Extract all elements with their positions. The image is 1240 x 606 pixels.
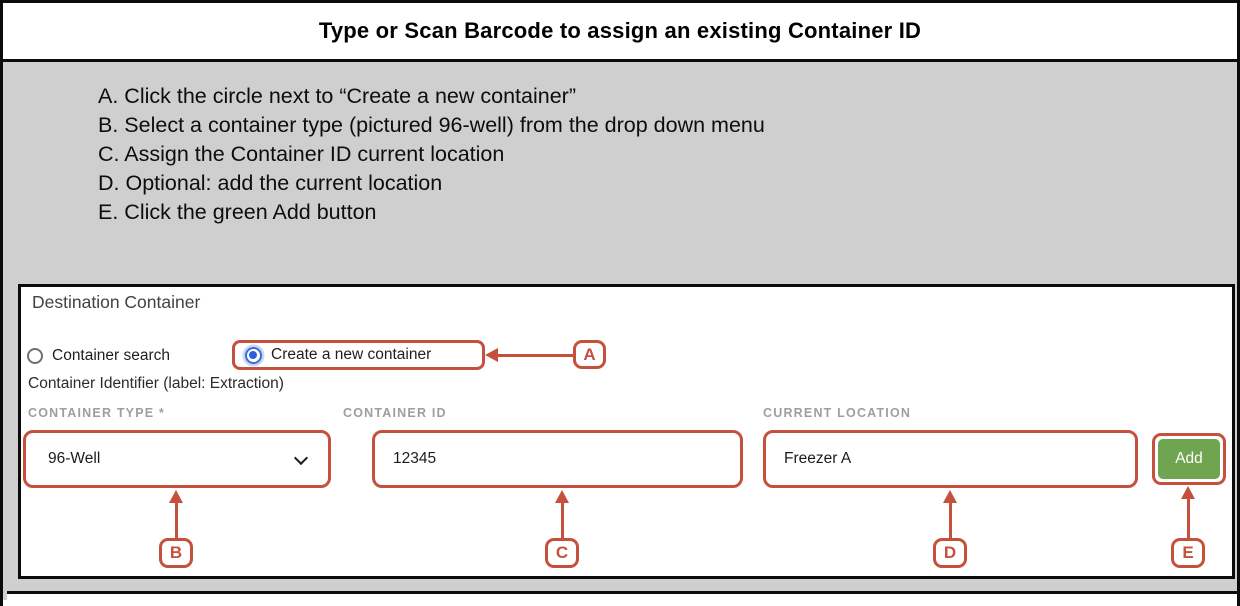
callout-label-c: C xyxy=(545,538,579,568)
instruction-line-c: C. Assign the Container ID current locat… xyxy=(98,142,505,166)
annotation-box-container-id xyxy=(372,430,743,488)
annotation-box-create-new-container: Create a new container xyxy=(232,340,485,370)
instructions-section: A. Click the circle next to “Create a ne… xyxy=(3,62,1237,600)
container-type-field-label: CONTAINER TYPE * xyxy=(28,406,166,420)
annotation-box-add-button: Add xyxy=(1152,433,1226,485)
callout-c-arrowhead xyxy=(555,490,569,503)
container-search-radio[interactable] xyxy=(27,348,43,364)
next-section-top-edge xyxy=(7,591,1237,600)
chevron-down-icon xyxy=(293,450,309,466)
add-button[interactable]: Add xyxy=(1158,439,1220,479)
callout-label-a: A xyxy=(573,340,606,369)
callout-b-arrow-line xyxy=(175,502,178,539)
instruction-line-a: A. Click the circle next to “Create a ne… xyxy=(98,84,576,108)
container-type-selected-value: 96-Well xyxy=(48,450,101,467)
callout-label-d: D xyxy=(933,538,967,568)
container-type-select[interactable]: 96-Well xyxy=(26,433,328,485)
callout-d-arrowhead xyxy=(943,490,957,503)
create-new-container-radio-label[interactable]: Create a new container xyxy=(271,346,432,363)
callout-a-arrow-line xyxy=(497,354,575,357)
current-location-input[interactable] xyxy=(766,433,1135,485)
title-bar: Type or Scan Barcode to assign an existi… xyxy=(3,3,1237,62)
container-id-input[interactable] xyxy=(375,433,740,485)
instruction-line-b: B. Select a container type (pictured 96-… xyxy=(98,113,765,137)
annotation-box-container-type: 96-Well xyxy=(23,430,331,488)
callout-b-arrowhead xyxy=(169,490,183,503)
container-search-radio-label[interactable]: Container search xyxy=(52,347,171,364)
page-title: Type or Scan Barcode to assign an existi… xyxy=(318,18,922,43)
create-new-container-radio[interactable] xyxy=(245,346,262,364)
annotation-box-current-location xyxy=(763,430,1138,488)
destination-container-panel: Destination Container Container search C… xyxy=(18,284,1235,579)
current-location-field-label: CURRENT LOCATION xyxy=(763,406,912,420)
instruction-line-d: D. Optional: add the current location xyxy=(98,171,443,195)
callout-e-arrowhead xyxy=(1181,486,1195,499)
instruction-line-e: E. Click the green Add button xyxy=(98,200,377,224)
panel-heading: Destination Container xyxy=(32,292,201,312)
instruction-list: A. Click the circle next to “Create a ne… xyxy=(3,62,1237,227)
container-search-radio-group: Container search xyxy=(27,341,170,371)
callout-d-arrow-line xyxy=(949,502,952,539)
callout-label-e: E xyxy=(1171,538,1205,568)
callout-a-arrowhead xyxy=(485,348,498,362)
callout-c-arrow-line xyxy=(561,502,564,539)
container-identifier-label: Container Identifier (label: Extraction) xyxy=(28,375,284,392)
callout-label-b: B xyxy=(159,538,193,568)
container-id-field-label: CONTAINER ID xyxy=(343,406,447,420)
callout-e-arrow-line xyxy=(1187,498,1190,539)
